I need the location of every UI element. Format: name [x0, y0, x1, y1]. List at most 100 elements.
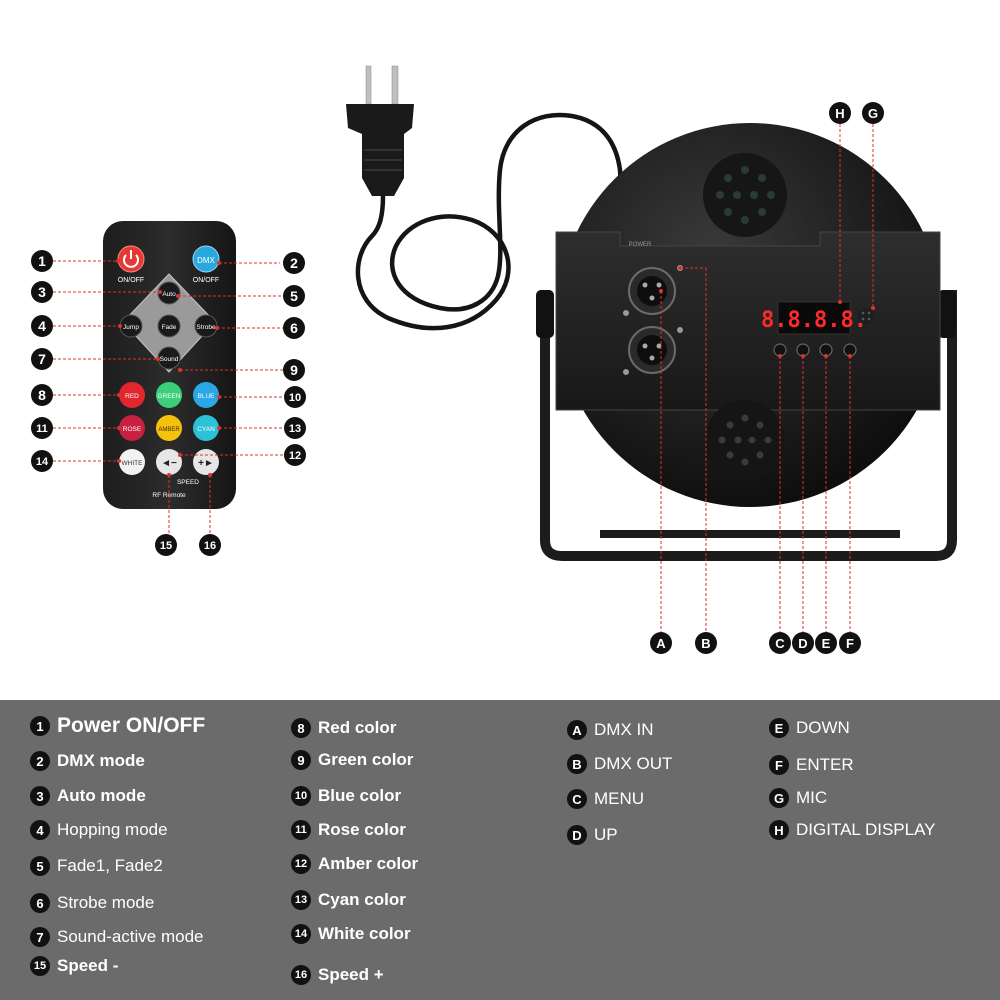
- remote-amber-button[interactable]: [156, 415, 182, 441]
- callout-badge-8: 8: [31, 384, 53, 406]
- remote-auto-button[interactable]: [157, 281, 181, 305]
- svg-text:10: 10: [289, 392, 301, 404]
- bracket-knob-right[interactable]: [938, 290, 956, 338]
- remote-speed-label: SPEED: [177, 479, 199, 486]
- remote-control: ON/OFF DMX ON/OFF Auto Jump Fade Strobe …: [103, 221, 236, 509]
- legend-item-5: 5 Fade1, Fade2: [30, 856, 163, 876]
- legend-item-3: 3 Auto mode: [30, 786, 146, 806]
- top-vent: [703, 153, 787, 237]
- power-panel-label: POWER: [629, 242, 652, 248]
- digital-display-readout: 8.8.8.8.: [761, 308, 867, 333]
- legend-label: DMX mode: [57, 751, 145, 770]
- svg-text:3: 3: [38, 284, 46, 300]
- remote-speed-up-label: +►: [198, 458, 214, 469]
- callout-badge-4: 4: [31, 315, 53, 337]
- dmx-out-connector[interactable]: [623, 326, 683, 375]
- legend-label: Speed -: [57, 956, 119, 975]
- remote-dmx-button[interactable]: [192, 245, 220, 273]
- product-diagram: ON/OFF DMX ON/OFF Auto Jump Fade Strobe …: [31, 65, 957, 654]
- svg-text:E: E: [822, 636, 831, 651]
- callout-badge-15: 15: [155, 534, 177, 556]
- remote-blue-button[interactable]: [193, 382, 219, 408]
- callout-badge-f: F: [839, 632, 861, 654]
- legend-item-14: 14 White color: [291, 924, 411, 944]
- svg-text:D: D: [798, 636, 807, 651]
- callout-badge-9: 9: [283, 359, 305, 381]
- legend-badge: H: [769, 820, 789, 840]
- legend-item-4: 4 Hopping mode: [30, 820, 168, 840]
- callout-badge-10: 10: [284, 386, 306, 408]
- legend-badge: 9: [291, 750, 311, 770]
- svg-text:1: 1: [38, 253, 46, 269]
- cord-cable: [355, 112, 623, 331]
- callout-badge-5: 5: [283, 285, 305, 307]
- remote-cyan-button[interactable]: [193, 415, 219, 441]
- legend-item-1: 1 Power ON/OFF: [30, 714, 205, 738]
- remote-jump-label: Jump: [123, 324, 139, 331]
- callout-badge-2: 2: [283, 252, 305, 274]
- svg-text:2: 2: [290, 255, 298, 271]
- legend-label: Hopping mode: [57, 820, 168, 839]
- rear-control-panel: [555, 231, 941, 411]
- remote-fade-label: Fade: [162, 324, 177, 331]
- mount-bracket: [540, 290, 957, 561]
- remote-callout-lines: [53, 260, 283, 533]
- legend-item-15: 15 Speed -: [30, 956, 118, 976]
- svg-text:12: 12: [289, 450, 301, 462]
- callout-badge-7: 7: [31, 348, 53, 370]
- remote-red-button[interactable]: [119, 382, 145, 408]
- legend-label: DIGITAL DISPLAY: [796, 820, 936, 839]
- legend-label: DMX IN: [594, 720, 654, 739]
- remote-red-label: RED: [125, 393, 139, 400]
- remote-dmx-label: ON/OFF: [193, 277, 219, 284]
- legend-badge: C: [567, 789, 587, 809]
- remote-fade-button[interactable]: [157, 314, 181, 338]
- callout-badge-6: 6: [283, 317, 305, 339]
- legend-label: Power ON/OFF: [57, 714, 206, 737]
- legend-item-8: 8 Red color: [291, 718, 396, 738]
- legend-badge: 11: [291, 820, 311, 840]
- svg-text:G: G: [868, 106, 878, 121]
- legend-badge: F: [769, 755, 789, 775]
- legend-item-h: H DIGITAL DISPLAY: [769, 820, 936, 840]
- callout-badge-e: E: [815, 632, 837, 654]
- legend-badge: 3: [30, 786, 50, 806]
- legend-item-c: C MENU: [567, 789, 644, 809]
- legend-item-11: 11 Rose color: [291, 820, 406, 840]
- remote-white-button[interactable]: [119, 449, 145, 475]
- remote-callout-badges: 1 2 3 5 4 6 7 9 8 10 11 13 12 14 15 16: [31, 250, 306, 556]
- legend-item-6: 6 Strobe mode: [30, 893, 154, 913]
- remote-green-button[interactable]: [156, 382, 182, 408]
- remote-auto-label: Auto: [162, 291, 176, 298]
- legend-badge: 14: [291, 924, 311, 944]
- svg-text:9: 9: [290, 362, 298, 378]
- remote-cyan-label: CYAN: [197, 426, 215, 433]
- svg-text:4: 4: [38, 318, 46, 334]
- legend-label: Auto mode: [57, 786, 146, 805]
- legend-label: MIC: [796, 788, 828, 807]
- legend-label: MENU: [594, 789, 645, 808]
- callout-badge-g: G: [862, 102, 884, 124]
- callout-badge-13: 13: [284, 417, 306, 439]
- legend-badge: 2: [30, 751, 50, 771]
- legend-badge: 12: [291, 854, 311, 874]
- callout-badge-h: H: [829, 102, 851, 124]
- bracket-knob-left[interactable]: [536, 290, 554, 338]
- legend-item-b: B DMX OUT: [567, 754, 672, 774]
- callout-badge-11: 11: [31, 417, 53, 439]
- legend-item-f: F ENTER: [769, 755, 854, 775]
- legend-item-7: 7 Sound-active mode: [30, 927, 203, 947]
- svg-text:15: 15: [160, 540, 172, 552]
- legend-badge: 6: [30, 893, 50, 913]
- remote-rose-button[interactable]: [119, 415, 145, 441]
- legend-label: Green color: [318, 750, 414, 769]
- svg-text:7: 7: [38, 351, 46, 367]
- remote-dmx-button-label: DMX: [197, 256, 215, 265]
- remote-speed-down-button[interactable]: [156, 449, 182, 475]
- callout-badge-3: 3: [31, 281, 53, 303]
- legend-badge: 5: [30, 856, 50, 876]
- dmx-in-connector[interactable]: [623, 265, 683, 316]
- legend-badge: 4: [30, 820, 50, 840]
- svg-text:F: F: [846, 636, 854, 651]
- plug-prong-right: [391, 65, 399, 105]
